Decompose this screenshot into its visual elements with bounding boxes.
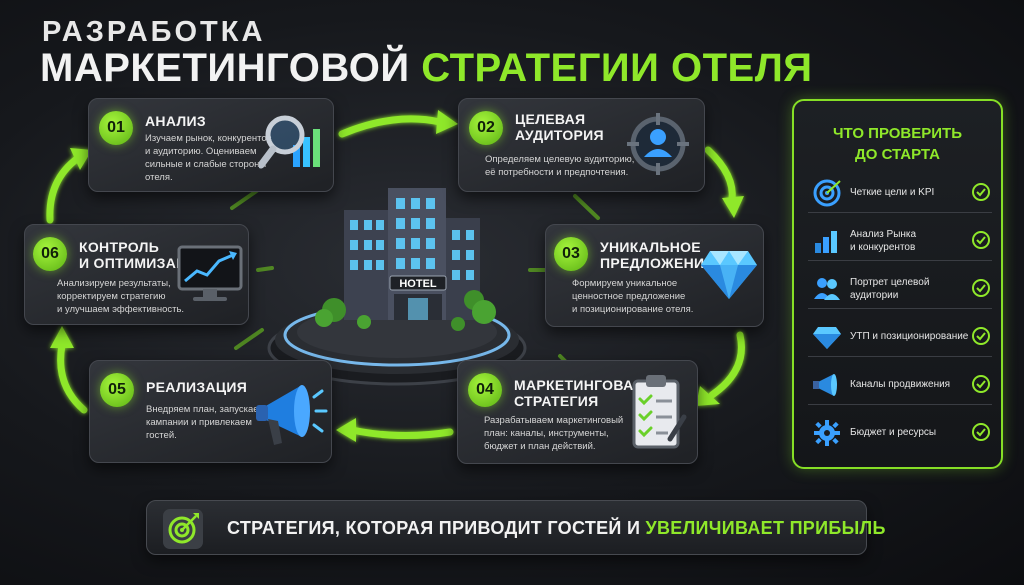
checklist-label: Каналы продвижения [850,379,951,390]
check-icon [972,279,990,297]
diamond-icon [813,327,841,349]
page-title: МАРКЕТИНГОВОЙ СТРАТЕГИИ ОТЕЛЯ [40,46,813,91]
monitor-chart-icon [177,245,243,301]
megaphone-icon [813,374,837,396]
step-card-05: 05 РЕАЛИЗАЦИЯ Внедряем план, запускаем к… [89,360,332,463]
footer-banner: СТРАТЕГИЯ, КОТОРАЯ ПРИВОДИТ ГОСТЕЙ И УВЕ… [146,500,885,555]
step-description: Изучаем рынок, конкурентов и аудиторию. … [145,133,272,183]
megaphone-icon [256,385,328,445]
checklist-item: Анализ Рынка и конкурентов [808,221,992,261]
footer-text-white: СТРАТЕГИЯ, КОТОРАЯ ПРИВОДИТ ГОСТЕЙ И [227,518,641,538]
step-number: 04 [468,373,502,407]
checklist-item: УТП и позиционирование [808,317,992,357]
checklist-label: Портрет целевой аудитории [850,277,930,301]
step-card-04: 04 МАРКЕТИНГОВАЯ СТРАТЕГИЯ Разрабатываем… [457,360,698,464]
checklist-item: Четкие цели и KPI [808,173,992,213]
footer-text: СТРАТЕГИЯ, КОТОРАЯ ПРИВОДИТ ГОСТЕЙ И УВЕ… [227,518,886,539]
hotel-illustration: HOTEL [267,188,527,386]
target-arrow-icon-box [163,509,203,549]
target-audience-icon [627,113,689,175]
target-arrow-icon [168,513,199,544]
hotel-sign: HOTEL [399,278,437,290]
arrow-group [46,115,745,440]
bar-chart-icon [815,231,837,253]
step-number: 02 [469,111,503,145]
checklist-title: ЧТО ПРОВЕРИТЬ ДО СТАРТА [833,125,962,163]
target-icon [813,179,841,207]
checklist-item: Портрет целевой аудитории [808,269,992,309]
step-description: Разрабатываем маркетинговый план: каналы… [484,415,624,452]
step-card-06: 06 КОНТРОЛЬ И ОПТИМИЗАЦИЯ Анализируем ре… [24,224,249,325]
step-title: МАРКЕТИНГОВАЯ СТРАТЕГИЯ [514,377,644,409]
check-icon [972,423,990,441]
step-description: Анализируем результаты, корректируем стр… [57,278,185,315]
gear-icon [814,420,840,446]
checklist-label: Четкие цели и KPI [850,187,935,198]
step-description: Внедряем план, запускаем кампании и прив… [146,404,266,441]
checklist-item: Бюджет и ресурсы [808,413,992,453]
check-icon [972,183,990,201]
title-white-part: МАРКЕТИНГОВОЙ [40,46,410,90]
step-title: УНИКАЛЬНОЕ ПРЕДЛОЖЕНИЕ [600,239,715,271]
step-number: 01 [99,111,133,145]
diamond-icon [701,251,757,299]
clipboard-checklist-icon [632,375,687,449]
step-card-03: 03 УНИКАЛЬНОЕ ПРЕДЛОЖЕНИЕ Формируем уник… [545,224,764,327]
step-title: ЦЕЛЕВАЯ АУДИТОРИЯ [515,111,604,143]
magnifier-chart-icon [259,115,320,169]
step-card-01: 01 АНАЛИЗ Изучаем рынок, конкурентов и а… [88,98,334,192]
people-icon [814,278,840,300]
checklist-label: Бюджет и ресурсы [850,427,937,438]
checklist-label: Анализ Рынка и конкурентов [850,229,917,253]
check-icon [972,375,990,393]
step-title: АНАЛИЗ [145,113,206,129]
step-number: 03 [554,237,588,271]
check-icon [972,327,990,345]
title-green-part: СТРАТЕГИИ ОТЕЛЯ [421,46,813,90]
checklist-item: Каналы продвижения [808,365,992,405]
footer-text-green: УВЕЛИЧИВАЕТ ПРИБЫЛЬ [645,518,886,538]
step-description: Определяем целевую аудиторию, её потребн… [485,154,635,178]
step-number: 06 [33,237,67,271]
checklist-panel: ЧТО ПРОВЕРИТЬ ДО СТАРТА Четкие цели и KP… [792,99,1003,469]
title-line-1: РАЗРАБОТКА [42,16,266,48]
step-number: 05 [100,373,134,407]
step-card-02: 02 ЦЕЛЕВАЯ АУДИТОРИЯ Определяем целевую … [458,98,705,192]
checklist-label: УТП и позиционирование [850,331,969,342]
step-title: РЕАЛИЗАЦИЯ [146,379,248,395]
step-description: Формируем уникальное ценностное предложе… [572,278,694,315]
check-icon [972,231,990,249]
